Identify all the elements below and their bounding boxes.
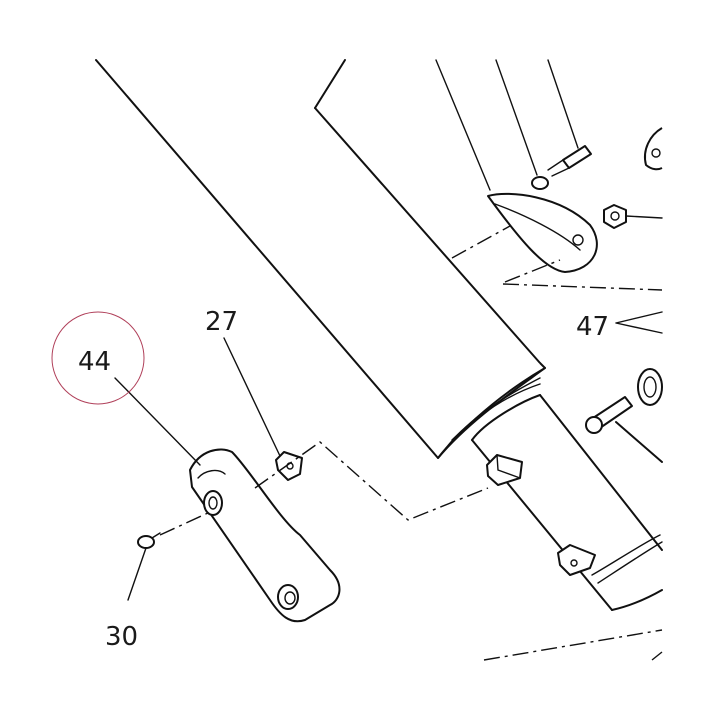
- callout-27: 27: [205, 307, 238, 337]
- partial-plate-right: [644, 127, 663, 171]
- guard-plate: [189, 448, 341, 623]
- callout-44: 44: [78, 347, 111, 377]
- callout-highlight-circle: [51, 311, 145, 405]
- center-lines: [159, 225, 663, 661]
- clip-nut: [275, 451, 303, 481]
- screw: [137, 532, 161, 549]
- callout-30: 30: [105, 622, 138, 652]
- washer-upper: [531, 176, 549, 190]
- partial-plate-hole: [651, 148, 661, 158]
- leader-lines: [114, 59, 663, 601]
- callout-47: 47: [576, 312, 609, 342]
- mounting-bracket: [487, 192, 598, 273]
- part-edge-right: [615, 421, 663, 463]
- bolt-right: [585, 396, 633, 434]
- main-tube: [95, 59, 663, 611]
- bolt-upper: [547, 145, 592, 177]
- sleeve-tab-lower: [557, 544, 596, 576]
- sleeve-tab-upper: [486, 454, 523, 486]
- nut-upper: [603, 204, 627, 229]
- grommet-right: [637, 368, 663, 406]
